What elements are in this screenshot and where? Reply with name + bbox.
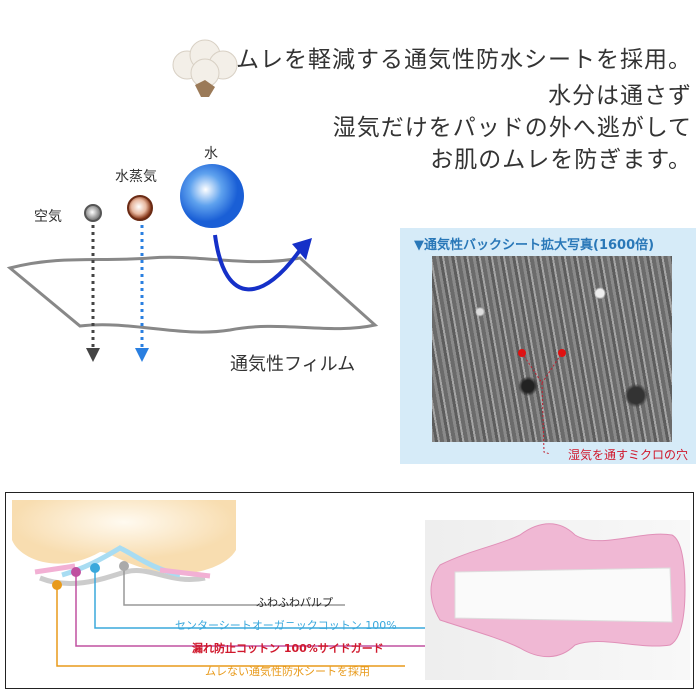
microscope-photo [432, 256, 672, 442]
pad-cross-section [12, 500, 690, 680]
vapor-circle [127, 195, 153, 221]
skin-shape [12, 500, 236, 574]
label-center-sheet: センターシートオーガニックコットン 100% [175, 619, 397, 632]
label-back-sheet: ムレない通気性防水シートを採用 [205, 665, 370, 678]
photo-panel: ▼通気性バックシート拡大写真(1600倍) 湿気を通すミクロの穴 [400, 228, 696, 464]
photo-panel-caption: 湿気を通すミクロの穴 [567, 448, 688, 462]
structure-box [5, 492, 694, 689]
label-side-guard: 漏れ防止コットン 100%サイドガード [192, 642, 384, 655]
air-circle [84, 204, 102, 222]
water-label: 水 [204, 146, 218, 162]
film-diagram [6, 164, 379, 362]
headline-line-1: ムレを軽減する通気性防水シートを採用。 [236, 47, 692, 73]
cotton-flower-icon [172, 39, 238, 97]
vapor-label: 水蒸気 [115, 169, 157, 185]
headline-line-3: 湿気だけをパッドの外へ逃がして [332, 115, 692, 141]
micro-hole-markers [518, 349, 566, 455]
headline-line-2: 水分は通さず [548, 83, 692, 109]
headline-line-4: お肌のムレを防ぎます。 [430, 147, 692, 173]
film-label: 通気性フィルム [230, 354, 356, 375]
photo-panel-title: ▼通気性バックシート拡大写真(1600倍) [414, 238, 655, 253]
film-shape [6, 255, 379, 334]
label-pulp: ふわふわパルプ [256, 596, 333, 609]
water-circle [180, 164, 244, 228]
water-bounce-arrow [213, 234, 302, 292]
air-label: 空気 [34, 209, 62, 225]
